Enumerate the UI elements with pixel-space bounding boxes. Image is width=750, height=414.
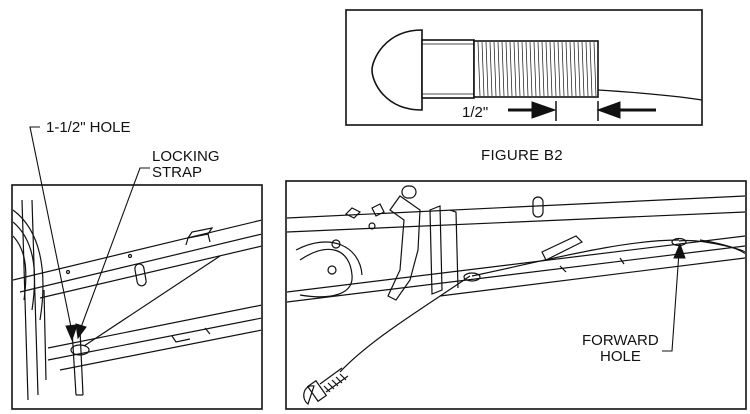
strap-line bbox=[597, 89, 703, 101]
bolt-neck bbox=[421, 39, 475, 99]
left-panel-frame bbox=[11, 184, 263, 410]
callout-forward-hole-line1: FORWARD bbox=[582, 332, 659, 349]
right-detail-panel bbox=[285, 180, 747, 410]
thread-line bbox=[497, 41, 501, 97]
left-callout-leaders bbox=[29, 126, 150, 342]
figure-b2-caption: FIGURE B2 bbox=[481, 147, 563, 164]
thread-lines bbox=[477, 41, 597, 97]
left-detail-panel bbox=[11, 126, 263, 410]
left-frame-rail bbox=[13, 199, 261, 401]
thread-line bbox=[521, 41, 525, 97]
thread-line bbox=[509, 41, 513, 97]
dimension-arrows bbox=[508, 101, 656, 121]
thread-line bbox=[577, 41, 581, 97]
thread-line bbox=[477, 41, 481, 97]
right-frame-rail bbox=[287, 185, 745, 405]
thread-line bbox=[489, 41, 493, 97]
callout-forward-hole-line2: HOLE bbox=[600, 348, 641, 365]
dimension-label: 1/2" bbox=[462, 104, 488, 121]
thread-line bbox=[589, 41, 593, 97]
thread-line bbox=[501, 41, 505, 97]
thread-line bbox=[541, 41, 545, 97]
thread-line bbox=[485, 41, 489, 97]
thread-line bbox=[493, 41, 497, 97]
thread-line bbox=[513, 41, 517, 97]
bolt-head bbox=[371, 29, 423, 111]
right-panel-frame bbox=[285, 180, 747, 410]
thread-line bbox=[545, 41, 549, 97]
thread-line bbox=[481, 41, 485, 97]
thread-line bbox=[581, 41, 585, 97]
thread-line bbox=[585, 41, 589, 97]
thread-line bbox=[529, 41, 533, 97]
callout-1-1-2-hole: 1-1/2" HOLE bbox=[46, 119, 131, 136]
thread-line bbox=[517, 41, 521, 97]
thread-line bbox=[525, 41, 529, 97]
thread-line bbox=[505, 41, 509, 97]
thread-line bbox=[553, 41, 557, 97]
callout-locking-strap-line1: LOCKING bbox=[152, 148, 220, 165]
thread-line bbox=[565, 41, 569, 97]
thread-line bbox=[593, 41, 597, 97]
thread-line bbox=[573, 41, 577, 97]
thread-line bbox=[533, 41, 537, 97]
thread-line bbox=[537, 41, 541, 97]
thread-line bbox=[561, 41, 565, 97]
thread-line bbox=[549, 41, 553, 97]
thread-line bbox=[569, 41, 573, 97]
figure-b2-panel: 1/2" bbox=[345, 9, 703, 126]
right-callout-leader bbox=[662, 242, 686, 352]
callout-locking-strap-line2: STRAP bbox=[152, 164, 202, 181]
thread-line bbox=[557, 41, 561, 97]
